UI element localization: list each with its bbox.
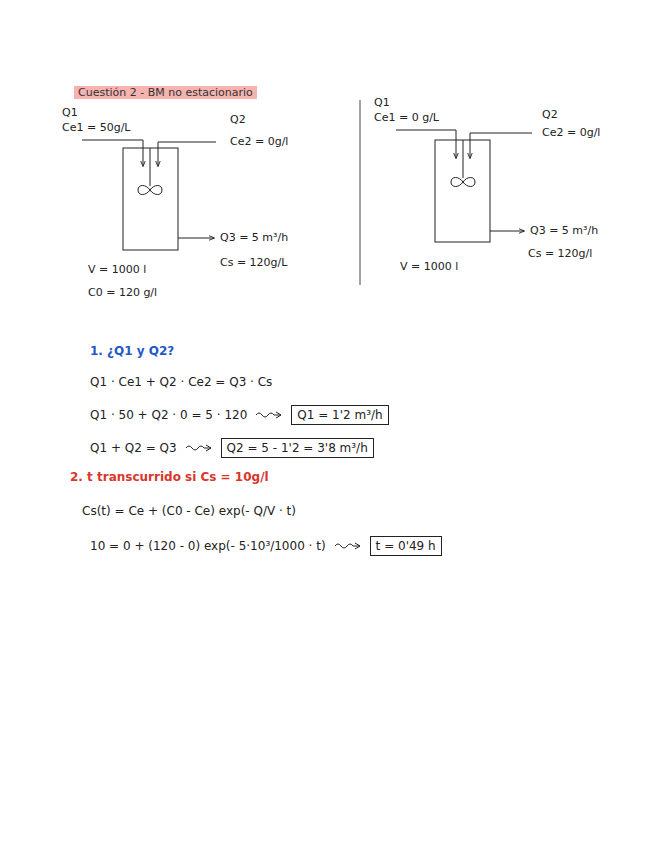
- equation: Q1 + Q2 = Q3: [90, 441, 177, 455]
- result-box: t = 0'49 h: [370, 536, 442, 556]
- volume-label: V = 1000 l: [400, 260, 458, 273]
- agitator-shaft: [463, 140, 464, 178]
- flow-label: Q3 = 5 m³/h: [220, 231, 288, 244]
- flow-label: Q1: [62, 106, 78, 119]
- concentration-label: Cs = 120g/l: [528, 247, 592, 260]
- tank: [123, 148, 178, 250]
- title: Cuestión 2 - BM no estacionario: [74, 86, 257, 99]
- question-text: 2. t transcurrido si Cs = 10g/l: [70, 470, 269, 484]
- flow-label: Q2: [542, 108, 558, 121]
- question-heading: 1. ¿Q1 y Q2?: [90, 344, 174, 358]
- inlet-pipe: [158, 142, 216, 166]
- concentration-label: Ce1 = 50g/L: [62, 121, 130, 134]
- agitator-shaft: [150, 148, 151, 186]
- flow-label: Q2: [230, 113, 246, 126]
- tank: [435, 140, 490, 242]
- inlet-pipe: [82, 140, 143, 166]
- outlet-pipe: [490, 231, 524, 232]
- equation-row: Cs(t) = Ce + (C0 - Ce) exp(- Q/V · t): [82, 504, 296, 518]
- equation-row: 10 = 0 + (120 - 0) exp(- 5·10³/1000 · t)…: [90, 536, 442, 556]
- concentration-label: Cs = 120g/L: [220, 256, 287, 269]
- result-box: Q1 = 1'2 m³/h: [291, 405, 388, 425]
- equation-row: Q1 · 50 + Q2 · 0 = 5 · 120 Q1 = 1'2 m³/h: [90, 405, 389, 425]
- equation-row: Q1 · Ce1 + Q2 · Ce2 = Q3 · Cs: [90, 375, 272, 389]
- question-text: 1. ¿Q1 y Q2?: [90, 344, 174, 358]
- concentration-label: C0 = 120 g/l: [88, 286, 157, 299]
- concentration-label: Ce2 = 0g/l: [230, 135, 288, 148]
- wavy-arrow: [255, 409, 283, 421]
- divider: [360, 100, 361, 285]
- question-heading: 2. t transcurrido si Cs = 10g/l: [70, 470, 269, 484]
- flow-label: Q3 = 5 m³/h: [530, 224, 598, 237]
- wavy-arrow: [334, 540, 362, 552]
- concentration-label: Ce2 = 0g/l: [542, 126, 600, 139]
- equation: Q1 · Ce1 + Q2 · Ce2 = Q3 · Cs: [90, 375, 272, 389]
- result-box: Q2 = 5 - 1'2 = 3'8 m³/h: [221, 438, 374, 458]
- equation: 10 = 0 + (120 - 0) exp(- 5·10³/1000 · t): [90, 539, 326, 553]
- wavy-arrow: [185, 442, 213, 454]
- concentration-label: Ce1 = 0 g/L: [374, 111, 439, 124]
- agitator-blades: [138, 186, 162, 195]
- inlet-pipe: [396, 130, 456, 158]
- agitator-blades: [451, 178, 475, 187]
- equation: Q1 · 50 + Q2 · 0 = 5 · 120: [90, 408, 247, 422]
- flow-label: Q1: [374, 96, 390, 109]
- volume-label: V = 1000 l: [88, 263, 146, 276]
- equation-row: Q1 + Q2 = Q3 Q2 = 5 - 1'2 = 3'8 m³/h: [90, 438, 374, 458]
- outlet-pipe: [178, 238, 214, 239]
- inlet-pipe: [470, 133, 532, 158]
- equation: Cs(t) = Ce + (C0 - Ce) exp(- Q/V · t): [82, 504, 296, 518]
